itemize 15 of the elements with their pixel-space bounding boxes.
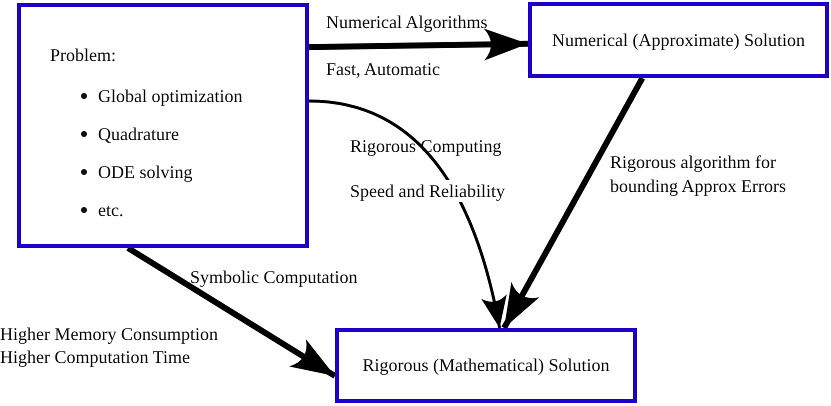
note-text: Speed and Reliability bbox=[350, 180, 505, 202]
edge-label: Rigorous Computing bbox=[350, 135, 502, 158]
node-label: Rigorous (Mathematical) Solution bbox=[362, 354, 610, 377]
list-item-text: etc. bbox=[98, 199, 124, 222]
list-item-text: Quadrature bbox=[98, 123, 179, 146]
list-item-text: Global optimization bbox=[98, 85, 242, 108]
list-item-text: ODE solving bbox=[98, 161, 192, 184]
node-label: Numerical (Approximate) Solution bbox=[552, 28, 805, 52]
edge-label: Rigorous algorithm for bounding Approx Errors bbox=[610, 151, 787, 198]
solution-box bbox=[335, 328, 637, 403]
edge-label: Numerical Algorithms bbox=[326, 11, 488, 34]
solution-box bbox=[528, 2, 829, 78]
heading-text: Problem: bbox=[50, 44, 116, 66]
problem-box bbox=[17, 3, 309, 248]
edge-label: Symbolic Computation bbox=[190, 266, 358, 289]
